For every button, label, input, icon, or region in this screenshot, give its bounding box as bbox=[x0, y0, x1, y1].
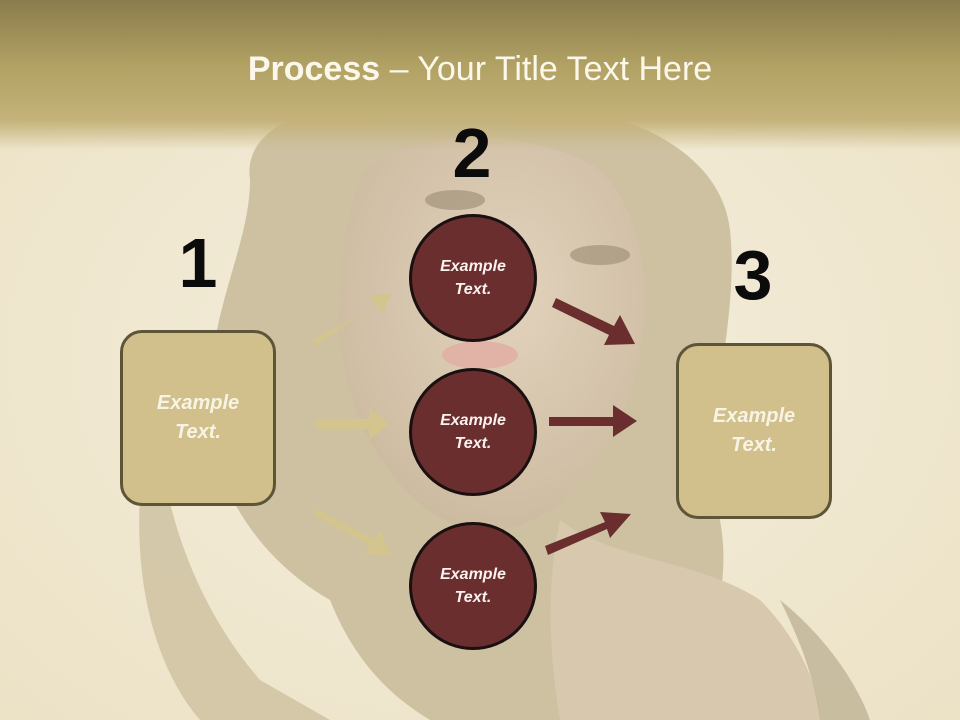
step-3-text-line2: Text. bbox=[731, 434, 777, 456]
step-3-text-line1: Example bbox=[712, 405, 796, 427]
arrow-out-middle-icon bbox=[549, 405, 637, 437]
circle-middle-text-line1: Example bbox=[440, 411, 506, 429]
arrow-in-middle-icon bbox=[315, 408, 390, 440]
circle-top: Example Text. bbox=[409, 214, 537, 342]
circle-bottom-text-line2: Text. bbox=[454, 589, 492, 606]
circle-middle: Example Text. bbox=[409, 368, 537, 496]
circle-top-text-line1: Example bbox=[440, 257, 506, 275]
circle-bottom: Example Text. bbox=[409, 522, 537, 650]
title-strong: Process bbox=[247, 50, 381, 88]
circle-middle-text-line2: Text. bbox=[454, 435, 492, 452]
arrow-in-bottom-icon bbox=[313, 509, 392, 556]
arrow-in-top-icon bbox=[312, 293, 392, 346]
arrow-out-bottom-icon bbox=[545, 512, 631, 555]
step-number-1: 1 bbox=[178, 224, 218, 302]
step-1-text-line1: Example bbox=[156, 392, 240, 414]
step-1-text-line2: Text. bbox=[175, 421, 221, 443]
step-3-box: Example Text. bbox=[676, 343, 832, 519]
step-number-2: 2 bbox=[452, 114, 492, 192]
title-rest: – Your Title Text Here bbox=[380, 50, 713, 88]
circle-top-text-line2: Text. bbox=[454, 281, 492, 298]
arrow-out-top-icon bbox=[552, 298, 635, 345]
step-1-box: Example Text. bbox=[120, 330, 276, 506]
step-number-3: 3 bbox=[733, 236, 773, 314]
circle-bottom-text-line1: Example bbox=[440, 565, 506, 583]
title-band bbox=[0, 0, 960, 150]
slide-title: Process – Your Title Text Here bbox=[0, 50, 960, 89]
